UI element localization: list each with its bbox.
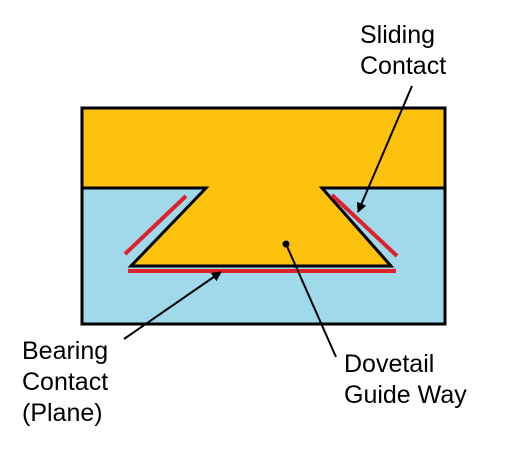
dovetail-guide-way-label: Dovetail Guide Way [344,349,467,411]
sliding-contact-line-right [330,193,399,258]
sliding-contact-arrow [356,85,413,213]
bearing-contact-label-line-1: Bearing [22,337,109,365]
dovetail-leader-dot [282,240,290,248]
bearing-contact-label-line-3: (Plane) [22,399,103,427]
dovetail-label-line-2: Guide Way [344,381,467,409]
dovetail-leader [285,243,337,358]
dovetail-label-line-1: Dovetail [344,350,435,378]
sliding-contact-label-line-1: Sliding [360,21,436,49]
sliding-contact-label-line-2: Contact [360,52,447,80]
sliding-contact-label: Sliding Contact [360,20,446,82]
bearing-contact-arrow [123,271,222,340]
bearing-contact-label-line-2: Contact [22,368,109,396]
sliding-contact-line-left [123,194,188,256]
outer-frame [80,106,447,326]
bearing-contact-label: Bearing Contact (Plane) [22,336,108,429]
